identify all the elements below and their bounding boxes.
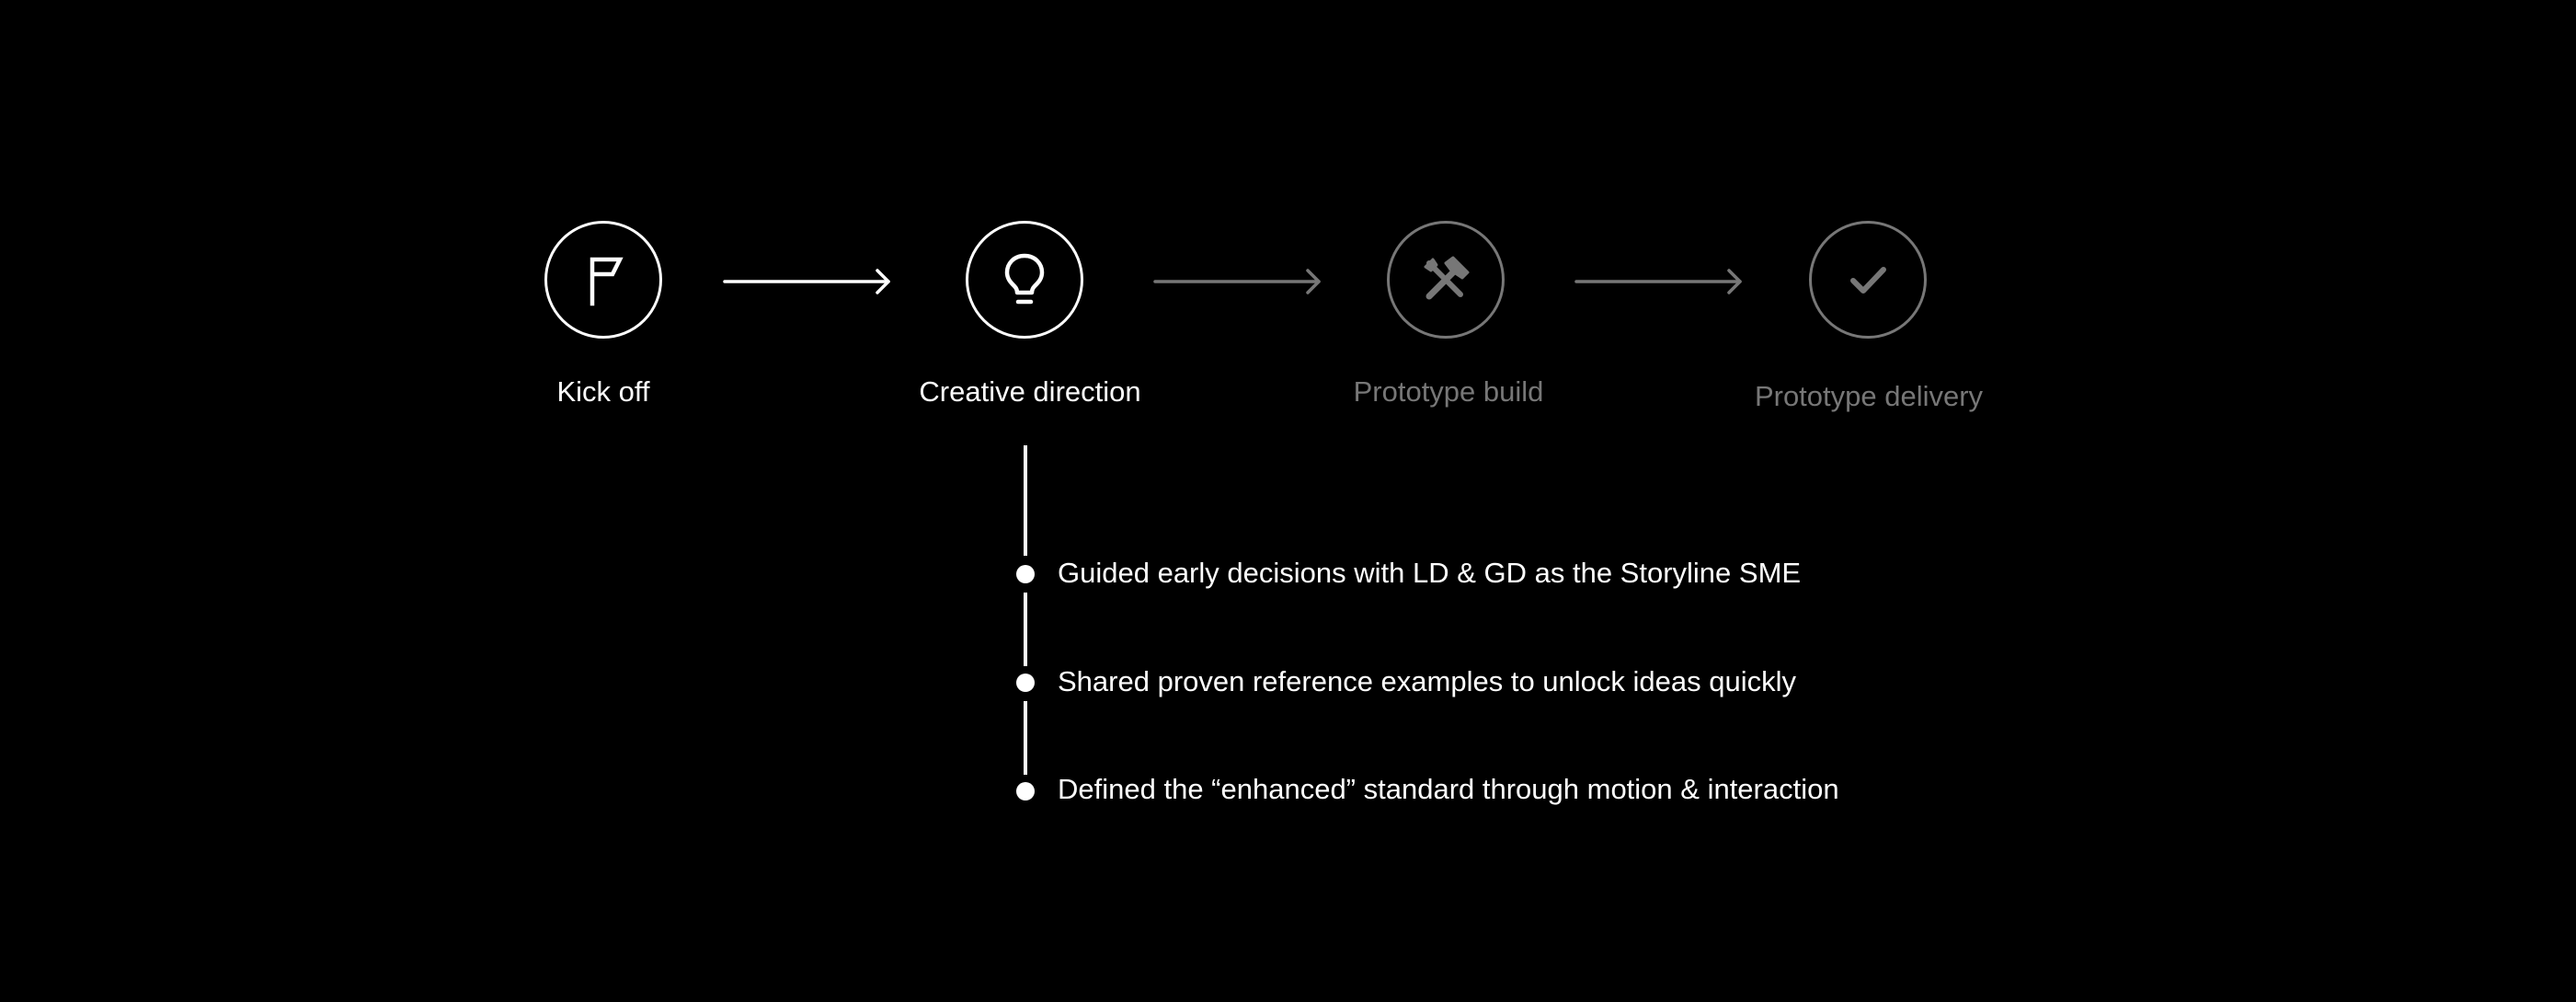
step-label-prototype-build: Prototype build (1353, 375, 1544, 408)
timeline-line-segment-2 (1024, 593, 1027, 666)
step-prototype-delivery-circle (1809, 221, 1927, 339)
step-kick-off-circle (544, 221, 662, 339)
timeline-line-segment-1 (1024, 445, 1027, 556)
tools-icon (1424, 256, 1470, 300)
detail-item-3: Defined the “enhanced” standard through … (1058, 773, 1839, 805)
step-creative-direction-circle (966, 221, 1083, 339)
timeline-line-segment-3 (1024, 701, 1027, 775)
arrow-3 (1574, 268, 1744, 295)
arrow-1 (723, 268, 892, 295)
step-label-prototype-delivery: Prototype delivery (1754, 380, 1984, 412)
lightbulb-icon (1004, 253, 1045, 305)
step-label-kick-off: Kick off (556, 375, 650, 408)
timeline-bullet-3 (1016, 782, 1035, 800)
flag-icon (590, 257, 624, 306)
step-label-creative-direction: Creative direction (919, 375, 1141, 408)
arrow-2 (1153, 268, 1322, 295)
detail-item-2: Shared proven reference examples to unlo… (1058, 665, 1797, 697)
timeline-bullet-2 (1016, 674, 1035, 692)
step-prototype-build-circle (1387, 221, 1505, 339)
check-icon (1850, 267, 1886, 294)
timeline-bullet-1 (1016, 565, 1035, 583)
detail-item-1: Guided early decisions with LD & GD as t… (1058, 557, 1802, 589)
